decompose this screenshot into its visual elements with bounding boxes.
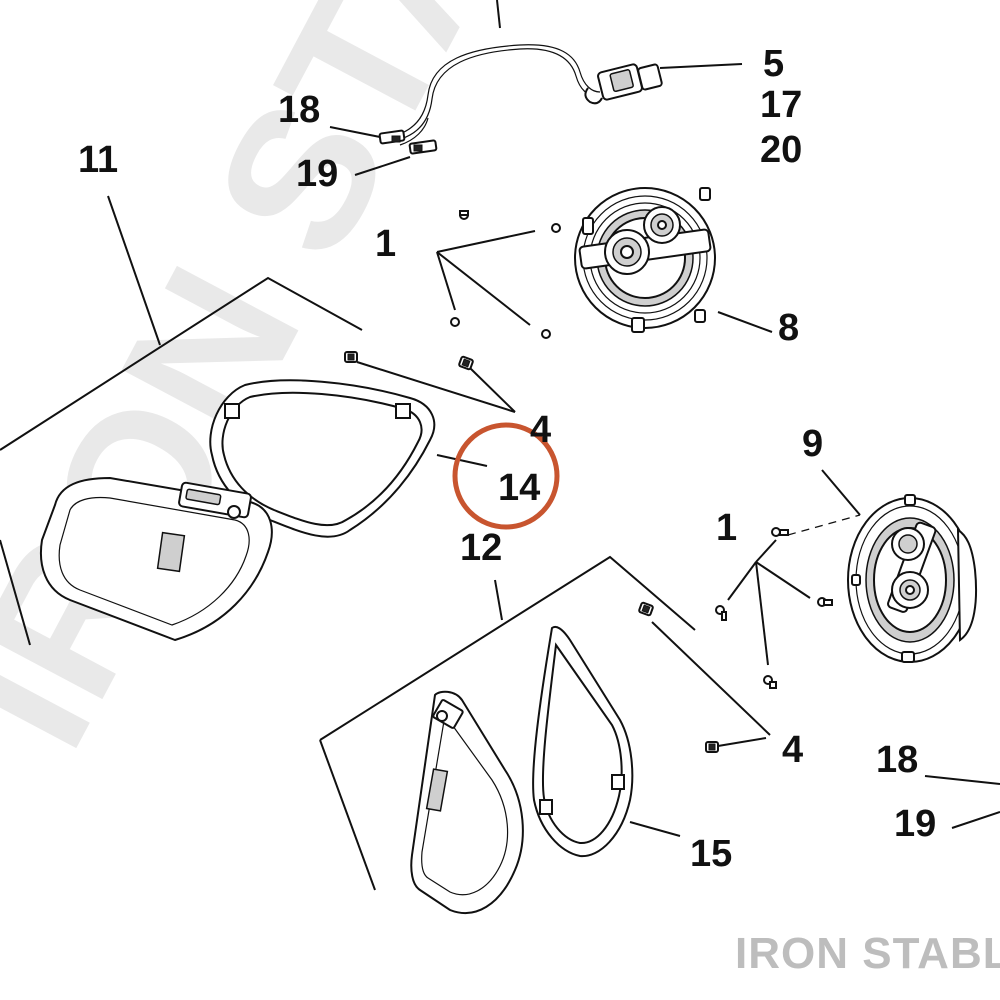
speaker-lid-12 [410, 690, 524, 915]
callout-8: 8 [778, 307, 799, 349]
clip-nut-4-top [344, 351, 474, 371]
wiring-harness [378, 0, 663, 155]
speaker-8 [574, 187, 716, 333]
speaker-lid-11 [40, 476, 273, 642]
callout-19-top: 19 [296, 153, 338, 195]
callout-9: 9 [802, 423, 823, 465]
callout-17: 17 [760, 84, 802, 126]
callout-19-bottom: 19 [894, 803, 936, 845]
callout-4-bottom: 4 [782, 729, 803, 771]
screw-group-1-top [450, 210, 561, 339]
callout-1-top: 1 [375, 223, 396, 265]
callout-15: 15 [690, 833, 732, 875]
screw-group-1-right [715, 527, 833, 689]
callout-11: 11 [78, 139, 118, 181]
callout-18-bottom: 18 [876, 739, 918, 781]
gasket-14 [209, 379, 436, 538]
speaker-9 [847, 494, 978, 663]
callout-14: 14 [498, 467, 540, 509]
callout-18-top: 18 [278, 89, 320, 131]
brand-text: IRON STABLE [735, 929, 1000, 978]
callout-20: 20 [760, 129, 802, 171]
callout-5: 5 [763, 43, 784, 85]
callout-12: 12 [460, 527, 502, 569]
highlight-circle [452, 422, 560, 530]
gasket-15 [532, 625, 634, 858]
callout-1-right: 1 [716, 507, 737, 549]
callout-4-top: 4 [530, 409, 551, 451]
clip-nut-4-bottom [638, 601, 719, 753]
